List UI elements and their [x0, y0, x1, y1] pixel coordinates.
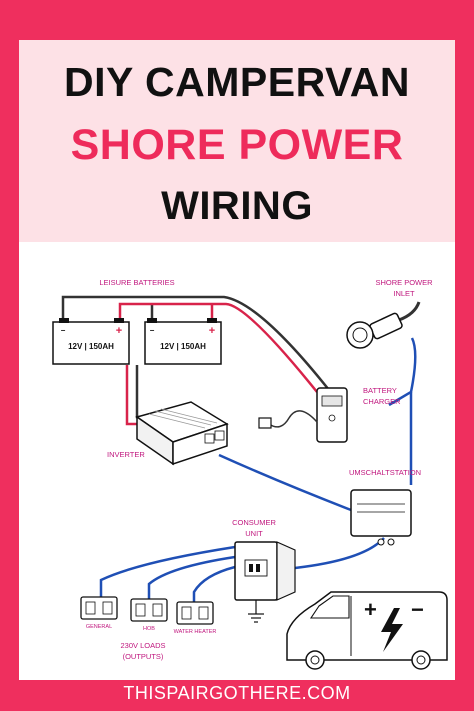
battery-1: − + 12V | 150AH	[52, 318, 130, 365]
consumer-unit-label-1: CONSUMER	[232, 518, 276, 527]
campervan-icon: + −	[286, 591, 448, 670]
shore-power-inlet-label-2: INLET	[393, 289, 415, 298]
battery-charger-label-1: BATTERY	[363, 386, 397, 395]
title-line-2: SHORE POWER	[70, 121, 404, 169]
battery-charger-icon	[258, 387, 348, 443]
inverter-label: INVERTER	[107, 450, 145, 459]
battery-1-minus: −	[61, 326, 66, 335]
wiring-diagram-svg: LEISURE BATTERIES − + 12V | 150AH − + 12…	[52, 278, 448, 670]
umschaltstation-label: UMSCHALTSTATION	[349, 468, 421, 477]
svg-text:+: +	[364, 597, 377, 622]
wire-general	[99, 545, 236, 597]
umschaltstation-icon	[350, 489, 412, 546]
wire-hob	[147, 555, 236, 599]
shore-power-plug-icon	[346, 301, 421, 349]
shore-to-charger-wire	[388, 337, 417, 407]
shore-power-inlet-label-1: SHORE POWER	[375, 278, 433, 287]
outlet-hob-label: HOB	[143, 626, 155, 632]
leisure-batteries-label: LEISURE BATTERIES	[99, 278, 174, 287]
outlet-water-heater-label: WATER HEATER	[174, 629, 217, 635]
loads-label-2: (OUTPUTS)	[123, 652, 164, 661]
wire-water-heater	[192, 565, 236, 602]
consumer-unit-icon	[234, 541, 296, 623]
outlet-water-heater-icon	[176, 601, 214, 625]
inverter-to-switch-wire	[218, 453, 352, 512]
battery-2-plus: +	[209, 325, 215, 337]
inverter-icon	[135, 401, 229, 466]
outlet-general-label: GENERAL	[86, 624, 112, 630]
title-panel: DIY CAMPERVAN SHORE POWER WIRING	[19, 40, 455, 242]
outlet-general-icon	[80, 596, 118, 620]
switch-to-consumer-wire	[294, 537, 385, 570]
consumer-unit-label-2: UNIT	[245, 529, 263, 538]
battery-2: − + 12V | 150AH	[144, 318, 222, 365]
battery-1-label: 12V | 150AH	[68, 342, 114, 351]
title-line-1: DIY CAMPERVAN	[64, 59, 410, 105]
battery-2-minus: −	[150, 326, 155, 335]
loads-label-1: 230V LOADS	[120, 641, 165, 650]
battery-charger-label-2: CHARGER	[363, 397, 401, 406]
positive-wire-main	[118, 302, 318, 393]
battery-2-label: 12V | 150AH	[160, 342, 206, 351]
outlet-hob-icon	[130, 598, 168, 622]
wiring-diagram: LEISURE BATTERIES − + 12V | 150AH − + 12…	[19, 242, 455, 680]
battery-1-plus: +	[116, 325, 122, 337]
negative-wire-main	[61, 295, 330, 391]
title-line-3: WIRING	[161, 184, 313, 228]
footer-url[interactable]: THISPAIRGOTHERE.COM	[123, 683, 351, 703]
negative-wire-inverter	[135, 365, 147, 419]
svg-text:−: −	[411, 597, 424, 622]
